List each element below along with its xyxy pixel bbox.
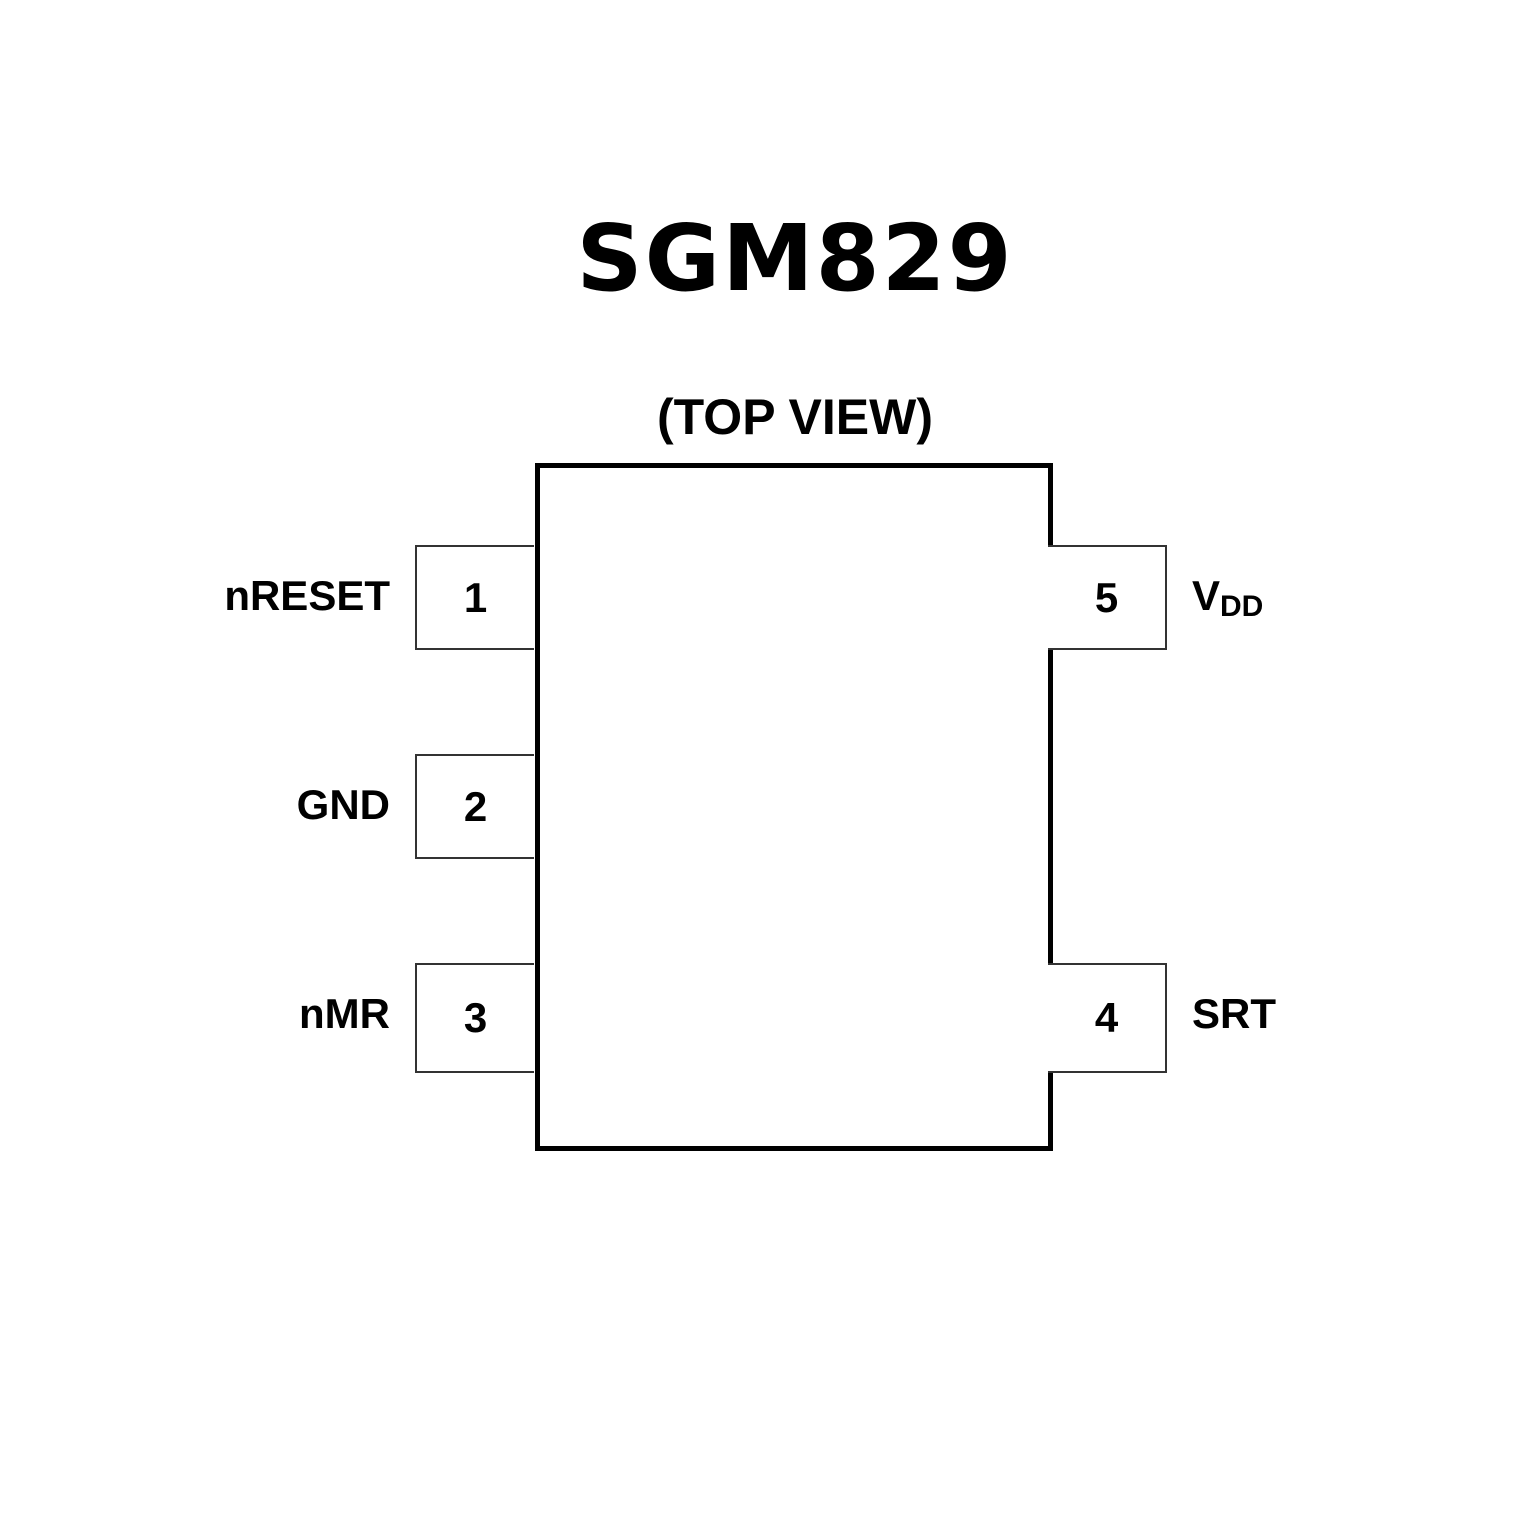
pin-2: 2 xyxy=(415,754,534,859)
pin-4-number: 4 xyxy=(1094,994,1119,1041)
pin-5-label-sub: DD xyxy=(1220,590,1264,623)
pin-4: 4 xyxy=(1048,963,1167,1073)
package-body xyxy=(535,463,1053,1151)
pin-3-label: nMR xyxy=(299,990,390,1037)
pin-2-number: 2 xyxy=(463,782,488,830)
pin-5-label: VDD xyxy=(1192,571,1263,632)
pin-3: 3 xyxy=(415,963,534,1073)
pin-4-label: SRT xyxy=(1192,990,1276,1037)
pin-5-number: 5 xyxy=(1094,573,1119,621)
pin-2-label: GND xyxy=(296,781,390,828)
pin-1: 1 xyxy=(415,545,534,650)
pin-5-label-main: V xyxy=(1192,572,1221,619)
pin-1-label: nRESET xyxy=(224,572,390,619)
chip-title: SGM829 xyxy=(576,205,1014,312)
pin-5: 5 xyxy=(1048,545,1167,650)
pin-1-number: 1 xyxy=(463,573,488,621)
view-label: (TOP VIEW) xyxy=(657,389,933,445)
pin-3-number: 3 xyxy=(463,994,488,1041)
